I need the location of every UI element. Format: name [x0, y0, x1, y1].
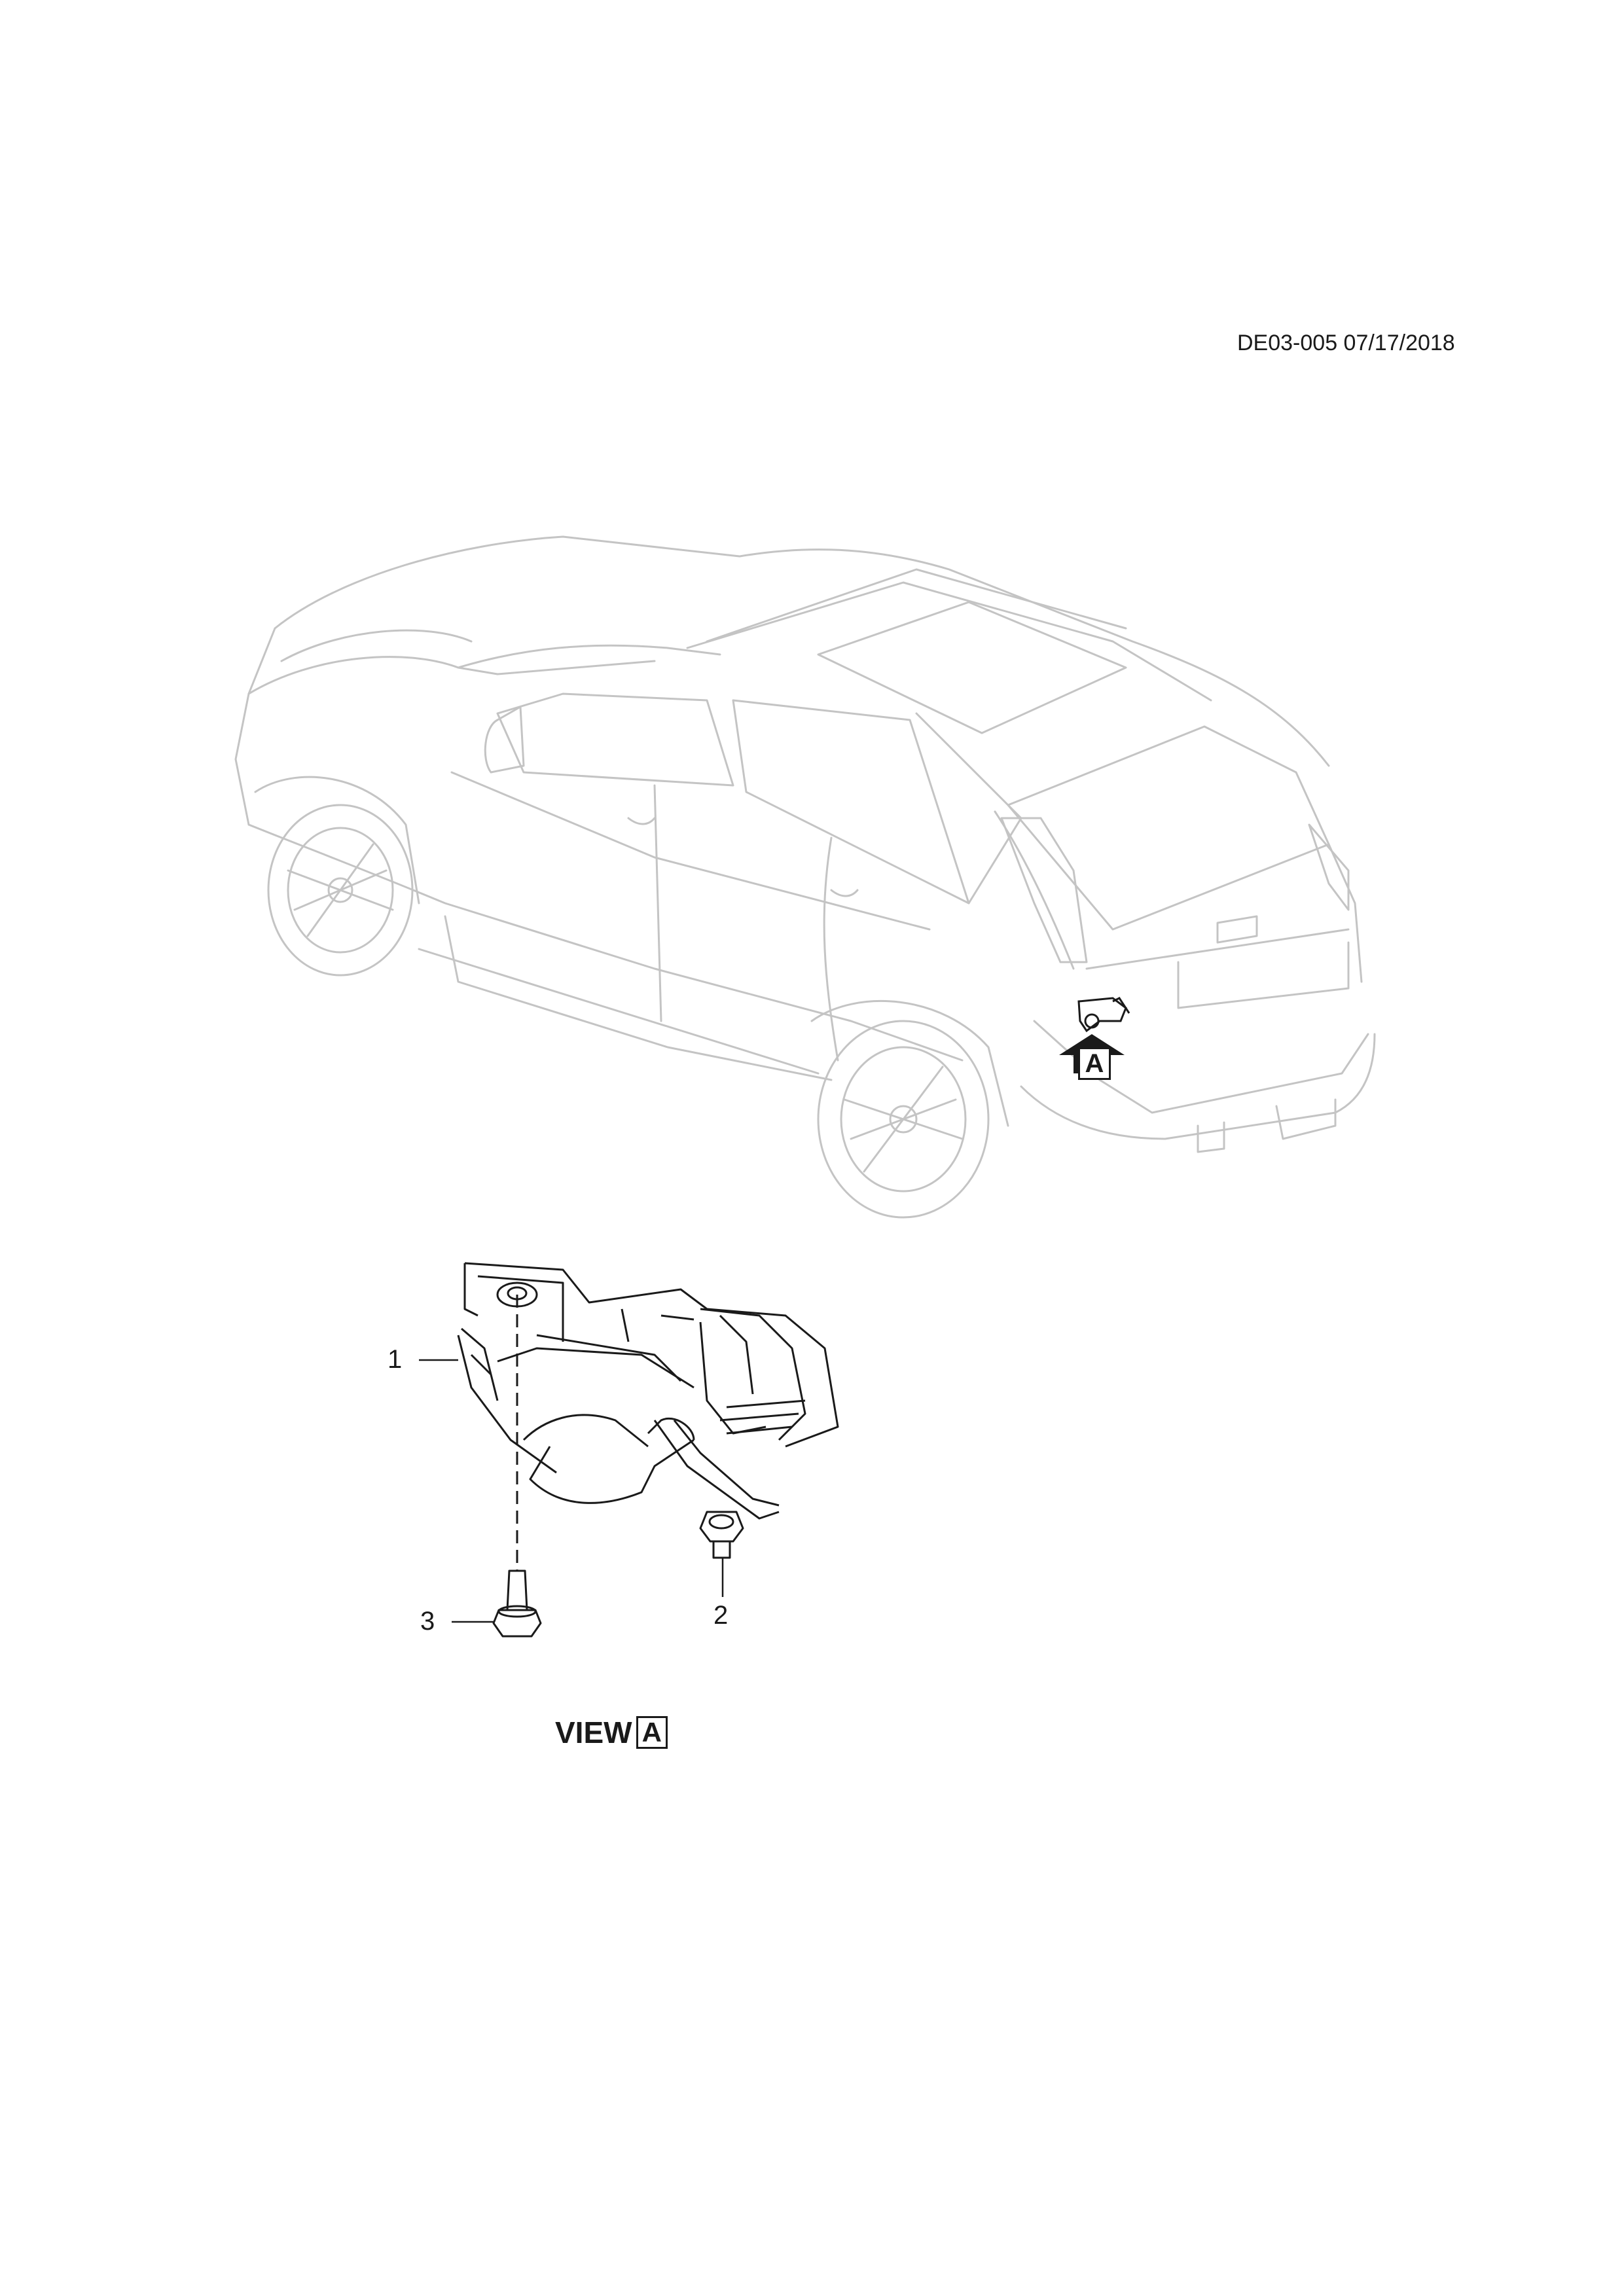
view-caption-letter: A	[636, 1716, 668, 1749]
view-caption-text: VIEW	[555, 1715, 632, 1749]
callout-1: 1	[388, 1345, 403, 1374]
view-caption: VIEW A	[555, 1715, 668, 1750]
callout-3: 3	[420, 1607, 435, 1636]
view-reference-marker: A	[1078, 1047, 1111, 1080]
callout-2: 2	[713, 1601, 729, 1630]
document-id: DE03-005 07/17/2018	[1237, 331, 1455, 355]
